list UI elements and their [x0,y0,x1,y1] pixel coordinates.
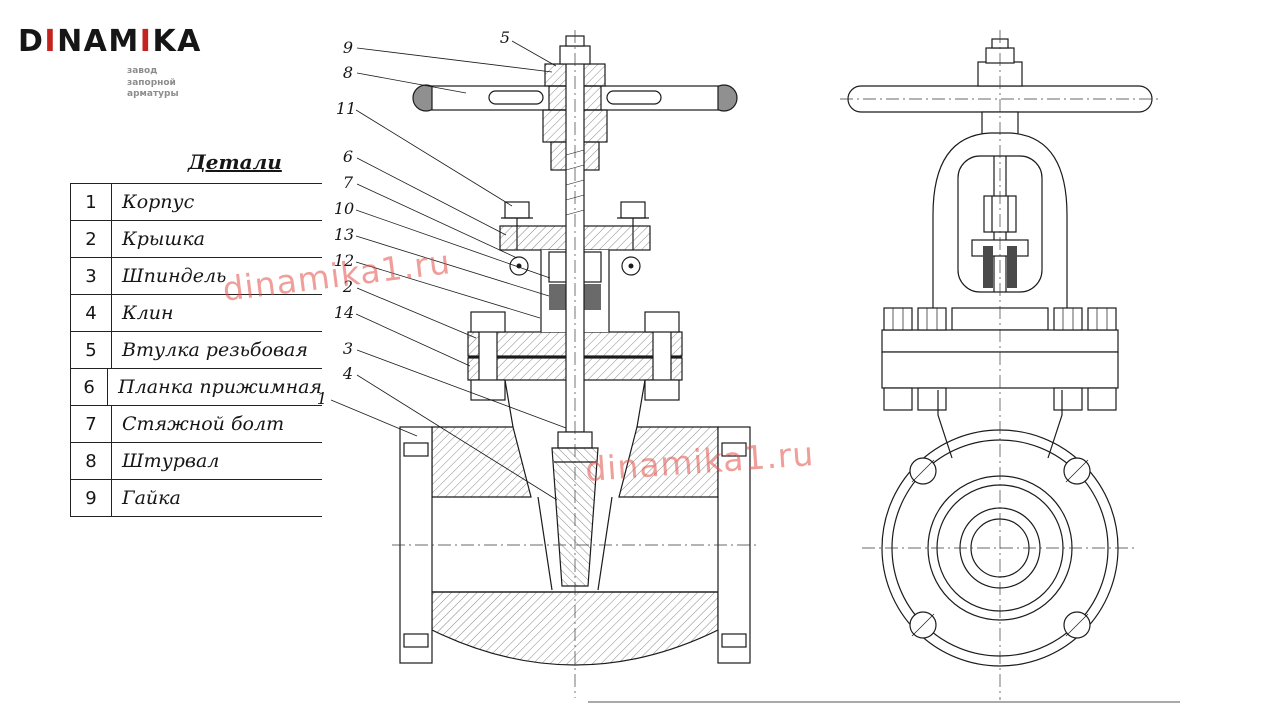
callout-label: 7 [343,173,354,192]
valve-body-front [937,390,1063,459]
part-number: 7 [71,406,112,442]
callout-numbers: 9 8 5 11 6 7 10 13 12 2 14 3 4 1 [317,28,510,408]
eye-bolt-left [509,256,529,276]
callout-label: 13 [334,225,354,244]
part-name: Крышка [122,228,206,250]
logo-subtitle-line: арматуры [127,89,179,100]
logo-letter: NAM [57,24,140,59]
table-row: 1 Корпус [71,183,322,220]
parts-table-header: Детали [188,150,282,174]
table-row: 2 Крышка [71,220,322,257]
part-name: Шпиндель [122,265,227,287]
part-number: 4 [71,295,112,331]
table-row: 8 Штурвал [71,442,322,479]
part-number: 5 [71,332,112,368]
callout-label: 9 [343,38,353,57]
eye-bolt-right [621,256,641,276]
part-name: Корпус [122,191,195,213]
callout-label: 2 [342,277,353,296]
flange-bolt-right [644,311,680,401]
callout-label: 12 [334,251,354,270]
logo-letter: KA [152,24,202,59]
yoke-bolt-right [617,201,649,250]
logo: DINAMIKA завод запорной арматуры [18,24,238,104]
logo-letter: D [18,24,45,59]
table-row: 6 Планка прижимная [71,368,322,405]
callout-label: 8 [343,63,353,82]
callout-label: 14 [334,303,354,322]
table-row: 3 Шпиндель [71,257,322,294]
flange-bolt-left [470,311,506,401]
callout-label: 3 [343,339,353,358]
part-name: Клин [122,302,174,324]
parts-table-rows: 1 Корпус 2 Крышка 3 Шпиндель 4 Клин 5 Втулка … [70,183,322,517]
part-number: 3 [71,258,112,294]
table-row: 9 Гайка [71,479,322,516]
callout-leaders [330,40,567,501]
logo-subtitle: завод запорной арматуры [127,66,179,101]
part-number: 1 [71,184,112,220]
centerlines [392,30,1160,700]
flange-bolts-front [883,307,1117,411]
part-name: Штурвал [122,450,220,472]
part-number: 6 [71,369,109,405]
logo-letter: I [139,24,153,59]
part-number: 9 [71,480,112,516]
logo-subtitle-line: запорной [127,77,176,88]
part-name: Стяжной болт [122,413,285,435]
callout-label: 5 [500,28,510,47]
part-name: Втулка резьбовая [122,339,308,361]
callout-label: 11 [336,99,356,118]
parts-table: Детали 1 Корпус 2 Крышка 3 Шпиндель 4 Клин 5… [70,150,322,517]
bolt-holes-front [909,457,1091,639]
part-name: Гайка [122,487,181,509]
table-row: 4 Клин [71,294,322,331]
logo-title: DINAMIKA [18,24,238,59]
logo-letter: I [44,24,58,59]
logo-subtitle-line: завод [127,66,158,76]
callout-label: 6 [343,147,353,166]
table-row: 7 Стяжной болт [71,405,322,442]
callout-label: 10 [334,199,354,218]
part-number: 8 [71,443,112,479]
callout-label: 1 [317,389,327,408]
bonnet-neck-section [504,379,646,428]
part-name: Планка прижимная [118,376,322,398]
part-number: 2 [71,221,112,257]
callout-label: 4 [342,364,353,383]
seat-rings-section [537,496,613,591]
table-row: 5 Втулка резьбовая [71,331,322,368]
